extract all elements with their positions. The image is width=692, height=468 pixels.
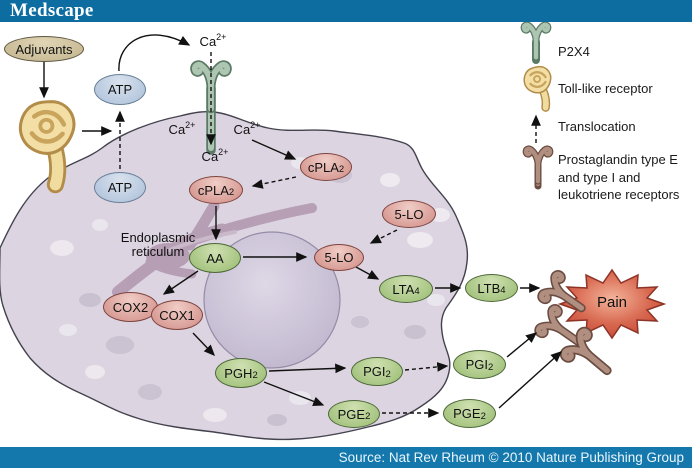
pain-starburst [557,268,667,340]
source-credit: Source: Nat Rev Rheum © 2010 Nature Publ… [338,450,684,465]
pain-label: Pain [596,294,628,311]
node-cox1: COX1 [151,300,203,330]
toll-like-receptor-icon [524,67,551,108]
p2x4-receptor-icon [524,25,548,64]
endoplasmic-reticulum-shape [112,200,317,298]
node-cox2: COX2 [103,292,158,322]
ca-label-membrane-right: Ca2+ [233,119,261,138]
ca-label-membrane-left: Ca2+ [168,119,196,138]
node-5lo-nuclear: 5-LO [314,244,364,271]
nucleus [203,231,341,369]
legend-label-prostaglandin: Prostaglandin type E and type I and leuk… [558,152,680,202]
node-atp-intracellular: ATP [94,172,146,203]
node-5lo-upper: 5-LO [382,200,436,228]
header-bar: Medscape [0,0,692,22]
legend-label-translocation: Translocation [558,119,636,134]
ca-label-top: Ca2+ [199,31,227,50]
prostaglandin-receptor-icon [526,149,550,190]
footer-bar: Source: Nat Rev Rheum © 2010 Nature Publ… [0,447,692,468]
node-aa: AA [189,243,241,273]
ca-label-cytosol: Ca2+ [201,146,229,165]
legend-label-toll: Toll-like receptor [558,81,653,96]
endoplasmic-reticulum-label: Endoplasmic reticulum [120,230,196,259]
node-adjuvants: Adjuvants [4,36,84,62]
pathway-arrows [39,34,563,418]
node-atp-extracellular: ATP [94,74,146,105]
medscape-logo: Medscape [10,0,94,21]
legend-label-p2x4: P2X4 [558,44,590,59]
